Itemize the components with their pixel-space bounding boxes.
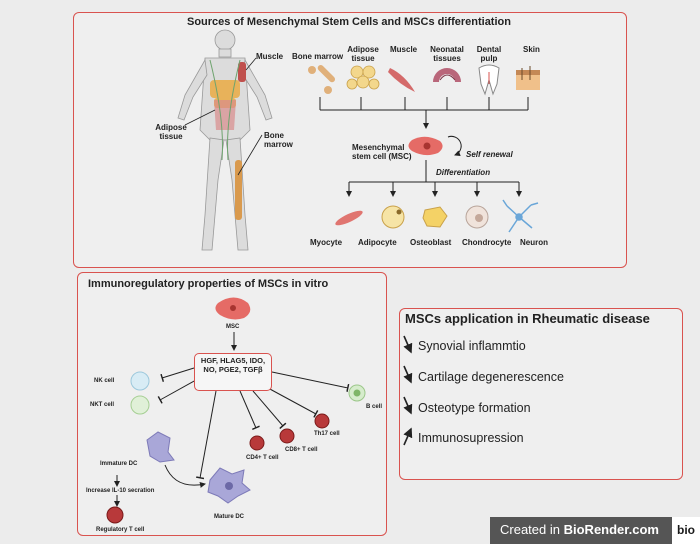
- b-cell-label: B cell: [366, 404, 383, 410]
- nkt-cell-label: NKT cell: [90, 402, 115, 408]
- biorender-badge[interactable]: Created in BioRender.com bio: [490, 517, 700, 544]
- biorender-credit: Created in BioRender.com: [500, 522, 659, 537]
- regulatory-t-cell-label: Regulatory T cell: [96, 527, 145, 533]
- target-label-adipocyte: Adipocyte: [358, 238, 397, 247]
- body-label-bone-marrow: Bone marrow: [264, 131, 293, 150]
- source-label-dental: Dental pulp: [476, 45, 502, 64]
- application-item: Cartilage degenerescence: [418, 370, 564, 384]
- msc-small-icon: [215, 297, 251, 320]
- source-label-skin: Skin: [523, 45, 540, 54]
- application-item: Osteotype formation: [418, 401, 531, 415]
- body-organs: [209, 59, 246, 220]
- down-arrow-icon: [403, 396, 413, 415]
- biorender-logo: bio: [672, 517, 700, 544]
- th17-cell-label: Th17 cell: [314, 431, 340, 437]
- nkt-cell-icon: [130, 395, 150, 415]
- sources-panel: [73, 12, 627, 268]
- differentiation-label: Differentiation: [436, 168, 491, 177]
- source-label-muscle: Muscle: [390, 45, 418, 54]
- human-body-illustration: [177, 29, 273, 251]
- skin-icon: [516, 66, 540, 90]
- bone-marrow-icon: [308, 64, 336, 94]
- chondrocyte-icon: [465, 205, 489, 229]
- immature-dc-icon: [146, 431, 175, 463]
- target-label-chondrocyte: Chondrocyte: [462, 238, 512, 247]
- th17-cell-icon: [314, 413, 330, 429]
- cd8-t-cell-label: CD8+ T cell: [285, 447, 318, 453]
- applications-panel: [399, 308, 683, 480]
- neuron-icon: [502, 199, 539, 233]
- mature-dc-icon: [207, 467, 251, 504]
- nk-cell-label: NK cell: [94, 378, 115, 384]
- immature-dc-label: Immature DC: [100, 461, 138, 467]
- down-arrow-icon: [403, 365, 413, 384]
- neonatal-tissue-icon: [433, 68, 461, 82]
- target-label-myocyte: Myocyte: [310, 238, 343, 247]
- tooth-icon: [478, 64, 500, 96]
- applications-title: MSCs application in Rheumatic disease: [405, 311, 650, 326]
- up-arrow-icon: [403, 427, 413, 446]
- osteoblast-icon: [422, 206, 448, 228]
- nk-cell-icon: [130, 371, 150, 391]
- application-item: Synovial inflammtio: [418, 339, 526, 353]
- down-arrow-icon: [403, 335, 413, 354]
- myocyte-icon: [335, 210, 363, 226]
- source-label-bone-marrow: Bone marrow: [292, 52, 344, 61]
- adipose-tissue-icon: [346, 65, 380, 90]
- msc-label: Mesenchymal stem cell (MSC): [352, 143, 412, 162]
- self-renewal-label: Self renewal: [466, 150, 513, 159]
- body-label-muscle: Muscle: [256, 52, 284, 61]
- source-label-adipose: Adipose tissue: [347, 45, 379, 64]
- msc-cell-icon: [408, 136, 443, 156]
- cd4-t-cell-icon: [249, 435, 265, 451]
- regulatory-t-cell-icon: [106, 506, 124, 524]
- sources-title: Sources of Mesenchymal Stem Cells and MS…: [187, 16, 511, 28]
- immunoregulatory-title: Immunoregulatory properties of MSCs in v…: [88, 278, 329, 290]
- il10-label: Increase IL-10 secration: [86, 488, 155, 494]
- msc-small-label: MSC: [226, 324, 240, 330]
- b-cell-icon: [348, 384, 366, 402]
- soluble-factors-box: HGF, HLAG5, IDO, NO, PGE2, TGFβ: [194, 353, 272, 391]
- target-label-osteoblast: Osteoblast: [410, 238, 452, 247]
- source-label-neonatal: Neonatal tissues: [430, 45, 464, 64]
- mature-dc-label: Mature DC: [214, 514, 245, 520]
- application-item: Immunosupression: [418, 431, 524, 445]
- body-label-adipose: Adipose tissue: [155, 123, 187, 142]
- cd8-t-cell-icon: [279, 428, 295, 444]
- target-label-neuron: Neuron: [520, 238, 548, 247]
- muscle-icon: [388, 68, 415, 92]
- adipocyte-icon: [381, 205, 405, 229]
- cd4-t-cell-label: CD4+ T cell: [246, 455, 279, 461]
